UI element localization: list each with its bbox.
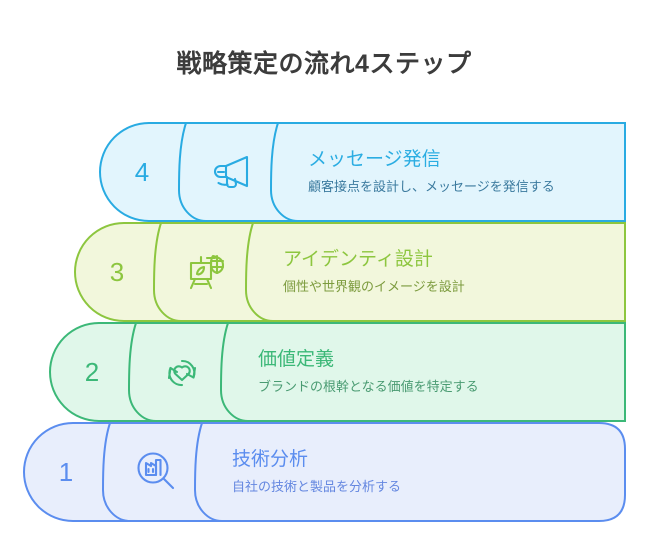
page-title: 戦略策定の流れ4ステップ (176, 50, 472, 78)
step-title: 技術分析 (232, 448, 309, 470)
step-description: 自社の技術と製品を分析する (232, 479, 402, 495)
step-text: メッセージ発信顧客接点を設計し、メッセージを発信する (292, 122, 620, 222)
step-title: 価値定義 (258, 348, 335, 370)
step-text: 価値定義ブランドの根幹となる価値を特定する (242, 322, 620, 422)
step-description: 個性や世界観のイメージを設計 (283, 279, 465, 295)
step-title: アイデンティ設計 (283, 248, 433, 270)
step-title: メッセージ発信 (308, 148, 441, 170)
step-description: 顧客接点を設計し、メッセージを発信する (308, 179, 555, 195)
step-text: アイデンティ設計個性や世界観のイメージを設計 (267, 222, 620, 322)
step-text: 技術分析自社の技術と製品を分析する (216, 422, 620, 522)
step-description: ブランドの根幹となる価値を特定する (258, 379, 479, 395)
